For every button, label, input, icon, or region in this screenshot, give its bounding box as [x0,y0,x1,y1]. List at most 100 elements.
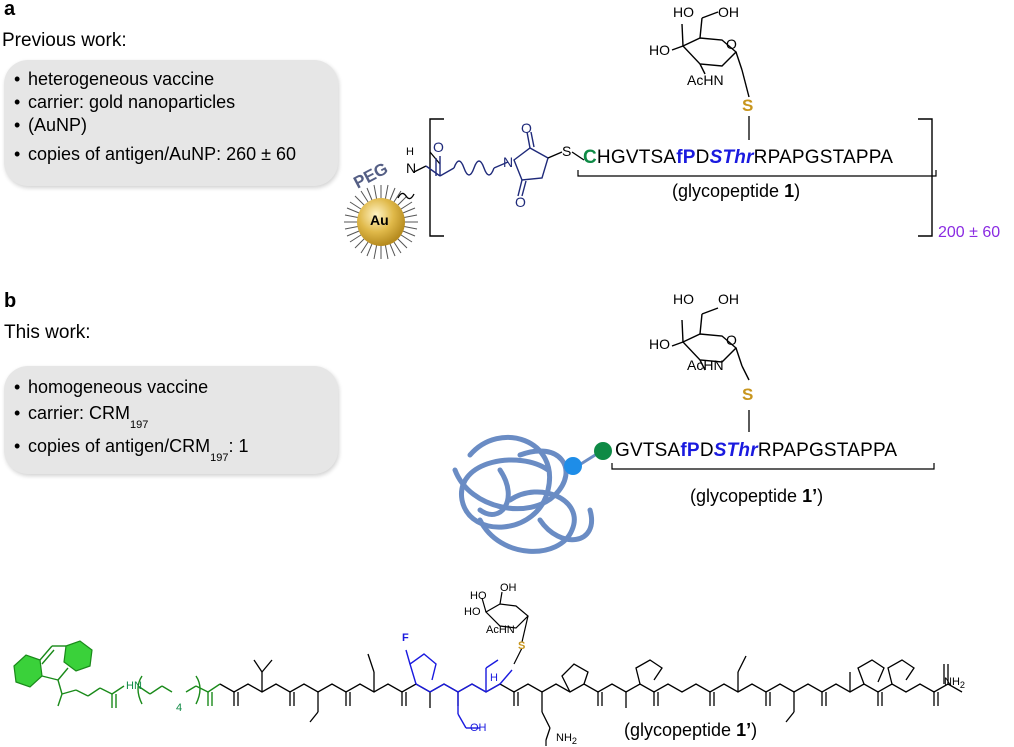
sugar-b-ho1: HO [673,291,694,307]
caption-a-num: 1 [784,181,795,201]
sugar-ring-bottom [481,591,529,665]
panel-a-label: a [4,0,16,20]
seq-b-d: D [699,440,714,461]
bottom-sulfur: S [518,640,526,652]
sugar-b-ho2: HO [649,336,670,352]
seq-a-fp: fP [676,147,696,168]
caption-bottom-pre: (glycopeptide [624,720,737,740]
caption-a-pre: (glycopeptide [672,181,785,201]
panel-a-sequence: CHGVTSAfPDSThrRPAPGSTAPPA [583,147,893,169]
carbonyl-groups [233,653,949,741]
crm197-protein [452,435,595,554]
sugar-ring-a [671,11,750,98]
panel-b-label: b [4,290,17,312]
sugar-b-o: O [726,332,737,348]
seq-a-d: D [695,147,710,168]
guanidine-nh-sub: 2 [571,736,577,747]
caption-b-pre: (glycopeptide [690,486,803,506]
bottom-caption: (glycopeptide 1’) [624,720,757,741]
bottom-hn: HN [126,680,142,692]
amide-linker [413,151,441,173]
dbco-moiety [13,640,221,708]
au-label: Au [370,212,389,228]
bullet-heterogeneous: heterogeneous vaccine [14,68,296,91]
bullet-copies: copies of antigen/AuNP: 260 ± 60 [14,143,296,166]
blue-residues [405,649,513,729]
peg-linker [397,192,415,200]
bullet-carrier-aunp: (AuNP) [14,114,296,137]
bottom-asp-oh: OH [470,722,487,734]
sugar-a-o: O [726,36,737,52]
bullet-carrier-crm: carrier: CRM197 [14,400,248,431]
guanidine-nh: NH [556,732,572,744]
bottom-sugar-ho2: HO [464,606,481,618]
peptide-backbone [219,683,963,693]
panel-b-title: This work: [4,322,91,343]
azide-handle [564,457,582,475]
bottom-sugar-oh: OH [500,582,517,594]
seq-b-part1: GVTSA [615,440,681,461]
terminal-nh: NH [944,676,960,688]
gold-nanoparticle [344,184,418,260]
caption-bottom-post: ) [751,720,758,740]
panel-a-bullet-list: heterogeneous vaccine carrier: gold nano… [14,68,296,166]
seq-a-rest: RPAPGSTAPPA [753,147,894,168]
glycopeptide-1-bracket [577,170,937,177]
seq-a-cys: C [583,147,597,168]
caption-bottom-num: 1’ [736,720,752,740]
amide-h-atom: H [406,146,414,158]
succinimide-o-top: O [521,120,532,136]
bottom-achn: AcHN [486,624,515,636]
copies-multiplier: 200 ± 60 [938,224,1001,241]
seq-b-fp: fP [680,440,700,461]
thioether-bond [547,151,563,159]
right-bracket [918,118,933,237]
bottom-sugar-ho1: HO [470,590,487,602]
panel-a-title: Previous work: [2,30,127,51]
panel-b-sequence: GVTSAfPDSThrRPAPGSTAPPA [615,440,897,462]
copies-crm-value: : 1 [228,436,249,456]
thioether-s-atom: S [562,143,572,159]
sugar-a-ho2: HO [649,42,670,58]
glycopeptide-1p-bracket [611,463,935,470]
left-bracket [429,118,444,237]
sugar-b-achn: AcHN [687,357,724,373]
maleimide-linker [425,131,549,197]
seq-b-rest: RPAPGSTAPPA [757,440,898,461]
carrier-crm-text: carrier: CRM [28,403,130,423]
terminal-nh-sub: 2 [959,680,965,691]
bottom-guanidine-nh2: NH2 [556,732,577,746]
caption-a-post: ) [794,181,801,201]
copies-crm-sub: 197 [210,452,229,464]
sugar-ring-b [671,307,750,381]
bottom-fluorine: F [402,632,409,644]
carrier-crm-sub: 197 [130,419,149,431]
succinimide-n-atom: N [503,154,514,170]
caption-b-num: 1’ [802,486,818,506]
bullet-aunp-text: (AuNP) [28,115,88,135]
amide-n-atom: N [406,160,417,176]
carbonyl-o-atom: O [433,139,444,155]
panel-a-info-box: heterogeneous vaccine carrier: gold nano… [4,60,338,186]
bullet-homogeneous: homogeneous vaccine [14,374,248,400]
panel-b-bullet-list: homogeneous vaccine carrier: CRM197 copi… [14,374,249,464]
sugar-b-oh: OH [718,291,739,307]
bottom-peg-count: 4 [176,702,183,714]
sugar-a-s: S [742,96,754,115]
panel-a-caption: (glycopeptide 1) [672,181,800,202]
seq-a-sthr: SThr [709,147,754,168]
succinimide-o-bottom: O [515,194,526,210]
bottom-terminal-nh2: NH2 [944,676,965,690]
sugar-a-oh: OH [718,4,739,20]
caption-b-post: ) [817,486,824,506]
s-c-bond [571,151,585,161]
bullet-carrier-gold: carrier: gold nanoparticles [14,91,296,114]
panel-b-caption: (glycopeptide 1’) [690,486,823,507]
sugar-b-s: S [742,385,754,404]
bullet-copies-crm: copies of antigen/CRM197: 1 [14,433,249,464]
sugar-a-achn: AcHN [687,72,724,88]
copies-crm-text: copies of antigen/CRM [28,436,211,456]
dbco-handle [594,442,612,460]
bottom-h: H [490,672,498,684]
